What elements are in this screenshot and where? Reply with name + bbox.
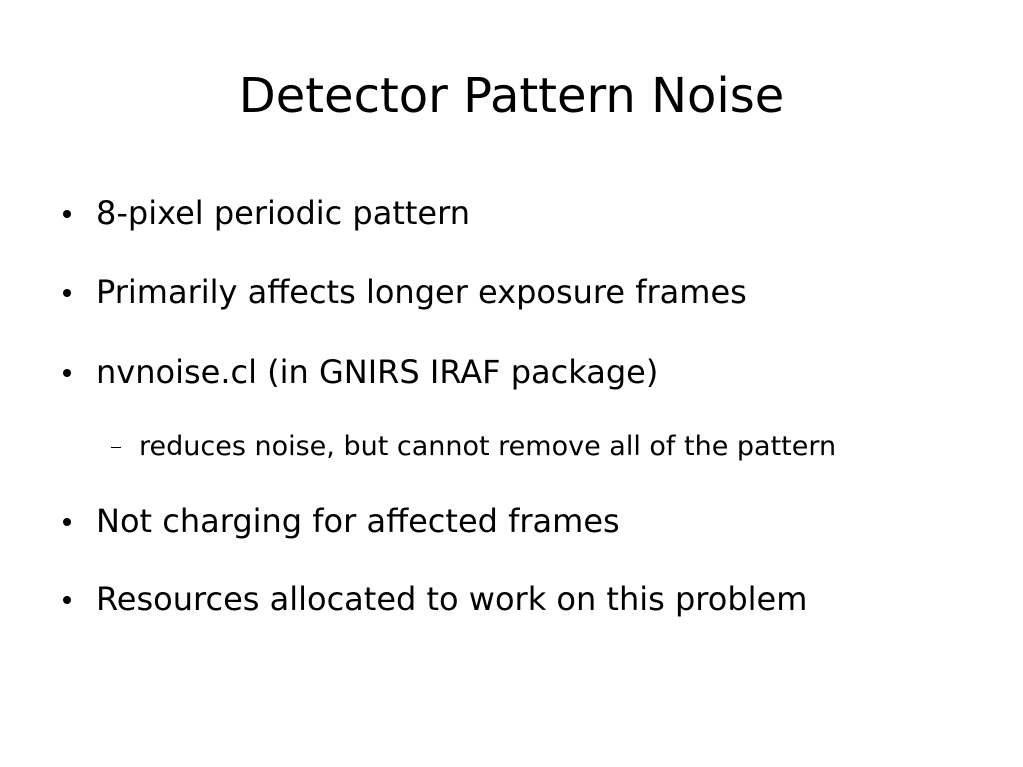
bullet-text: Resources allocated to work on this prob… — [96, 580, 808, 618]
slide-title: Detector Pattern Noise — [238, 68, 785, 124]
sub-bullet-text: reduces noise, but cannot remove all of … — [139, 431, 837, 462]
bullet-text: 8-pixel periodic pattern — [96, 194, 470, 232]
bullet-dot-icon — [63, 518, 71, 526]
dash-icon — [111, 447, 121, 448]
bullet-dot-icon — [63, 369, 71, 377]
bullet-dot-icon — [63, 210, 71, 218]
bullet-dot-icon — [63, 596, 71, 604]
bullet-dot-icon — [63, 289, 71, 297]
bullet-text: Primarily affects longer exposure frames — [96, 273, 747, 311]
bullet-text: nvnoise.cl (in GNIRS IRAF package) — [96, 353, 659, 391]
bullet-text: Not charging for affected frames — [96, 502, 620, 540]
